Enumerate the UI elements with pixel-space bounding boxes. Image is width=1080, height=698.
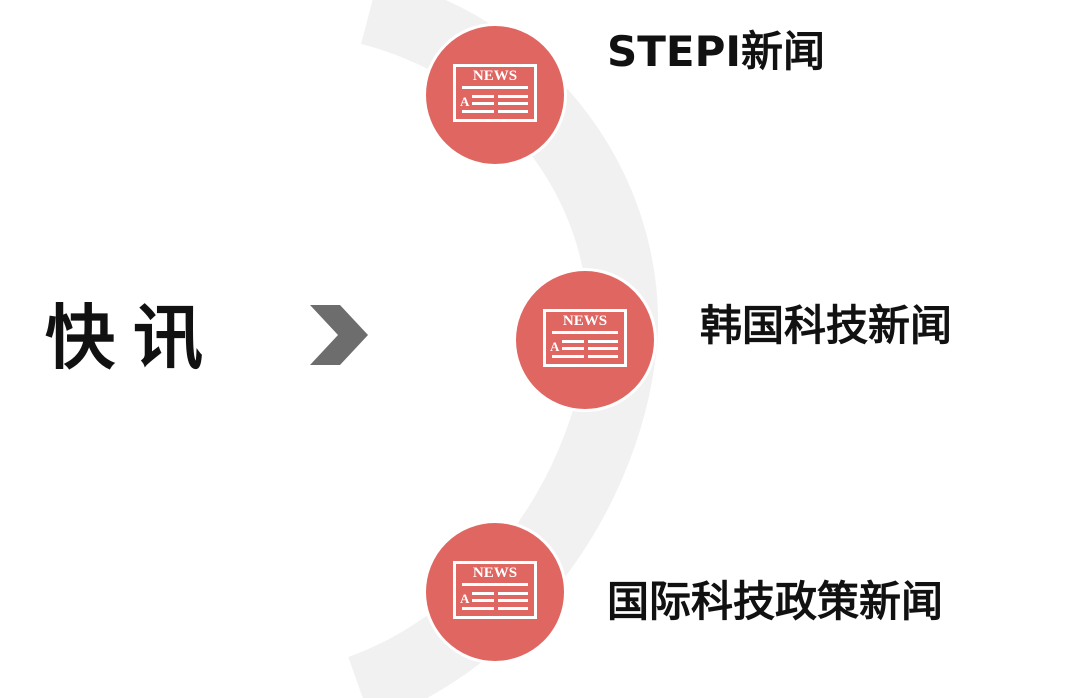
item-label-stepi[interactable]: STEPI新闻 [607,27,825,76]
item-label-intl-policy[interactable]: 国际科技政策新闻 [607,577,944,626]
newspaper-icon: NEWS A [453,561,537,619]
news-icon-circle-2: NEWS A [513,268,657,412]
newspaper-icon: NEWS A [453,64,537,122]
news-icon-circle-1: NEWS A [423,23,567,167]
newspaper-icon: NEWS A [543,309,627,367]
news-icon-circle-3: NEWS A [423,520,567,664]
page-title: 快讯 [45,297,221,379]
chevron-right-icon [310,305,368,365]
item-label-korea-tech[interactable]: 韩国科技新闻 [700,301,953,350]
